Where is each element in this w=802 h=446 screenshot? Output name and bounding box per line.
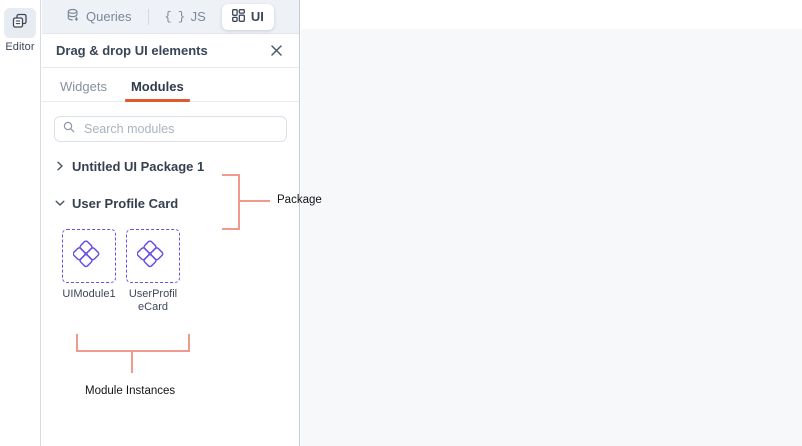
annotation-bracket-line xyxy=(222,174,240,176)
annotation-module-instances-label: Module Instances xyxy=(85,385,176,397)
module-tree: Untitled UI Package 1 User Profile Card xyxy=(42,142,299,217)
tab-widgets-label: Widgets xyxy=(60,79,107,94)
ui-elements-panel: Queries { } JS UI xyxy=(42,0,300,446)
tab-js-label: JS xyxy=(190,9,206,24)
tree-item-label: Untitled UI Package 1 xyxy=(72,158,205,174)
panel-header: Drag & drop UI elements xyxy=(42,34,299,68)
curly-braces-icon: { } xyxy=(164,9,186,24)
canvas-area[interactable] xyxy=(301,29,802,446)
tab-divider xyxy=(147,8,149,25)
tab-queries[interactable]: Queries xyxy=(56,4,142,30)
close-icon[interactable] xyxy=(267,42,285,60)
annotation-package-label: Package xyxy=(277,194,322,206)
tree-item-user-profile-card[interactable]: User Profile Card xyxy=(54,189,287,217)
chevron-right-icon[interactable] xyxy=(54,161,65,171)
left-rail: Editor xyxy=(0,0,41,446)
annotation-bracket-line xyxy=(238,174,240,230)
annotation-bracket-line xyxy=(188,334,190,352)
annotation-bracket-line xyxy=(76,350,190,352)
module-tile[interactable] xyxy=(62,229,116,283)
search-box[interactable] xyxy=(54,116,287,142)
module-instance[interactable]: UserProfileCard xyxy=(126,229,180,314)
canvas-header-strip xyxy=(301,0,802,29)
database-icon xyxy=(66,8,80,25)
module-instance-label: UserProfileCard xyxy=(128,288,178,313)
annotation-bracket-line xyxy=(76,334,78,352)
module-diamonds-icon xyxy=(72,238,105,275)
module-instance-grid: UIModule1 UserProfileCard xyxy=(42,217,299,314)
tab-ui[interactable]: UI xyxy=(221,3,274,30)
grid-icon xyxy=(231,8,245,25)
search-container xyxy=(42,102,299,142)
sidebar-item-editor[interactable] xyxy=(4,8,36,38)
tree-item-label: User Profile Card xyxy=(72,195,179,211)
editor-tabstrip: Queries { } JS UI xyxy=(42,0,299,34)
tab-queries-label: Queries xyxy=(86,9,132,24)
panel-subtabs: Widgets Modules xyxy=(42,68,299,102)
annotation-bracket-stem xyxy=(238,200,270,202)
layers-icon xyxy=(11,12,29,35)
tab-js[interactable]: { } JS xyxy=(155,4,216,30)
tab-modules[interactable]: Modules xyxy=(121,79,194,102)
search-input[interactable] xyxy=(82,121,278,137)
module-tile[interactable] xyxy=(126,229,180,283)
module-instance[interactable]: UIModule1 xyxy=(62,229,116,314)
search-icon xyxy=(63,120,75,138)
module-diamonds-icon xyxy=(136,238,169,275)
tab-widgets[interactable]: Widgets xyxy=(50,79,117,101)
annotation-bracket-stem xyxy=(131,350,133,373)
panel-title: Drag & drop UI elements xyxy=(56,43,208,58)
sidebar-item-editor-label: Editor xyxy=(5,41,35,53)
tree-item-untitled-ui-package-1[interactable]: Untitled UI Package 1 xyxy=(54,152,287,180)
tab-ui-label: UI xyxy=(250,9,264,24)
annotation-bracket-line xyxy=(222,228,240,230)
chevron-down-icon[interactable] xyxy=(54,199,65,207)
tab-modules-label: Modules xyxy=(130,79,184,94)
module-instance-label: UIModule1 xyxy=(62,288,116,300)
